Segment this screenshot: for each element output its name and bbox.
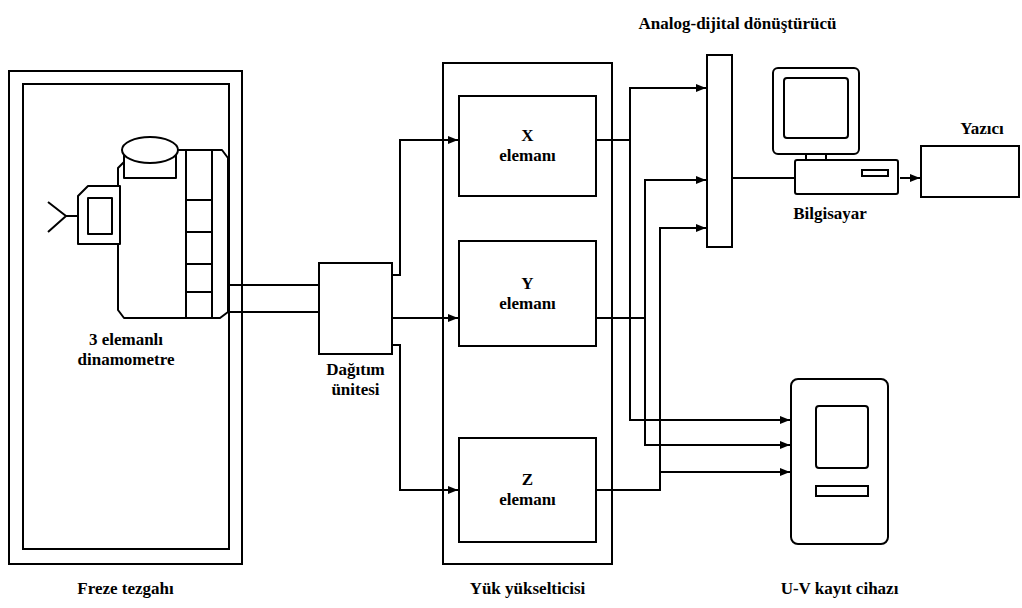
signal-line: [393, 317, 458, 319]
tool-holder: [78, 186, 120, 244]
distribution-box: Dağıtım ünitesi: [318, 262, 393, 355]
outline-part: [862, 170, 888, 176]
amplifier-frame: Yük yükselticisiX elemanıY elemanıZ elem…: [442, 62, 613, 565]
column-rings: [186, 200, 212, 292]
recorder-outline: [792, 380, 887, 543]
node-caption: Analog-dijital dönüştürücü: [639, 14, 837, 34]
node-caption: Yük yükselticisi: [428, 579, 628, 599]
node-label: Y elemanı: [496, 273, 560, 314]
signal-line: [230, 285, 318, 312]
outline-part: [816, 406, 868, 468]
signal-line: [597, 318, 790, 445]
channel-box: X elemanı: [458, 95, 597, 197]
signal-line: [393, 345, 458, 490]
node-caption: U-V kayıt cihazı: [750, 579, 930, 599]
machine-frame: Freze tezgahı3 elemanlı dinamometre: [8, 70, 243, 565]
channel-box: Y elemanı: [458, 240, 597, 347]
signal-line: [597, 228, 706, 490]
outline-part: [773, 68, 859, 154]
force-axes: [48, 202, 78, 232]
node-label: Z elemanı: [496, 470, 560, 511]
dynamometer-column: [186, 150, 212, 318]
signal-line: [597, 180, 706, 318]
node-caption: Freze tezgahı: [26, 579, 226, 599]
dynamometer-body: [118, 150, 228, 318]
node-label: 3 elemanlı dinamometre: [51, 330, 201, 371]
signal-line: [597, 472, 790, 490]
recorder-box: U-V kayıt cihazı: [790, 378, 889, 545]
dynamometer-frame: 3 elemanlı dinamometre: [22, 83, 230, 550]
dynamometer-arm-top: [122, 137, 178, 163]
computer-box: Bilgisayar: [770, 66, 900, 196]
outline-part: [784, 78, 848, 138]
channel-box: Z elemanı: [458, 437, 597, 543]
tool-holder-face: [88, 198, 112, 234]
converter-bar: Analog-dijital dönüştürücü: [706, 54, 733, 248]
outline-part: [816, 486, 868, 496]
outline-part: [795, 160, 898, 194]
signal-line: [900, 177, 920, 179]
node-caption: Dağıtım ünitesi: [317, 360, 395, 401]
signal-line: [597, 140, 790, 420]
printer-box: Yazıcı: [920, 145, 1020, 198]
node-caption: Bilgisayar: [760, 204, 900, 224]
signal-line: [733, 177, 795, 179]
computer-outline: [770, 66, 900, 196]
signal-line: [393, 140, 458, 275]
node-label: X elemanı: [496, 126, 560, 167]
node-caption: Yazıcı: [932, 119, 1022, 139]
signal-line: [597, 88, 706, 140]
